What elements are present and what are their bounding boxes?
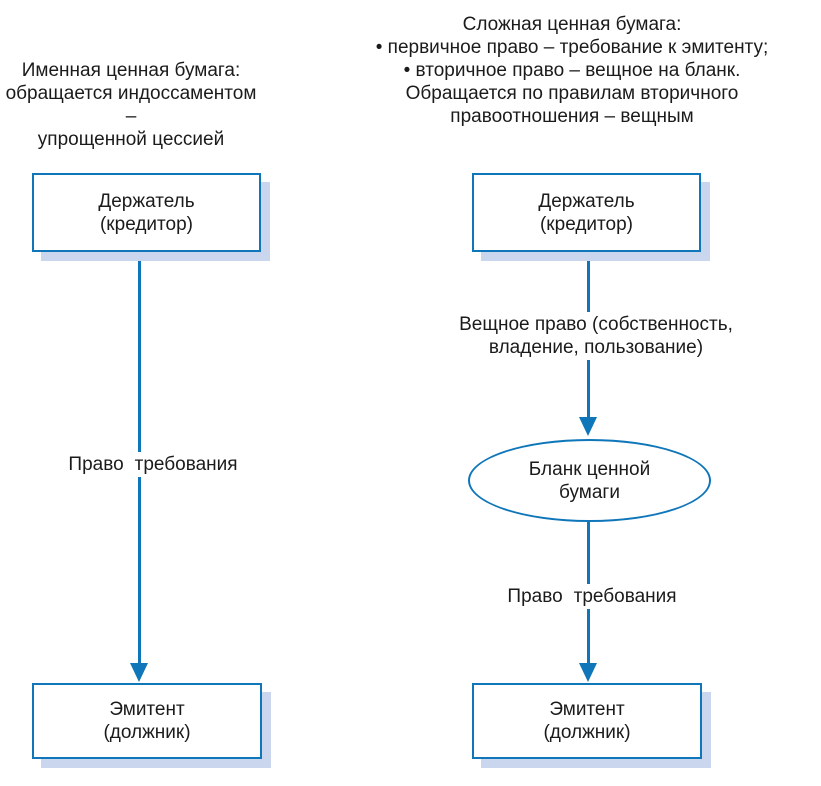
header-line: • вторичное право – вещное на бланк. — [403, 60, 741, 81]
edge-label-line: Вещное право (собственность, — [459, 314, 733, 335]
right-issuer-box: Эмитент (должник) — [472, 683, 702, 759]
left-column-header: Именная ценная бумага: обращается индосс… — [5, 59, 257, 151]
header-line: правоотношения – вещным — [450, 106, 694, 127]
right-claim-arrow-label: Право требования — [489, 584, 695, 609]
arrow-down-icon — [129, 663, 148, 682]
arrow-down-icon — [578, 663, 597, 682]
box-label-line: (должник) — [543, 722, 631, 743]
left-holder-box: Держатель (кредитор) — [32, 173, 261, 252]
box-label-line: (кредитор) — [539, 213, 633, 235]
ellipse-label-line: бумаги — [559, 481, 620, 503]
box-label-line: Держатель — [98, 190, 195, 212]
right-property-arrow-label: Вещное право (собственность, владение, п… — [437, 312, 755, 360]
box-label-line: (кредитор) — [99, 213, 193, 235]
box-label-line: Эмитент — [109, 699, 185, 720]
ellipse-label-line: Бланк ценной — [528, 458, 651, 480]
box-label-line: Держатель — [538, 190, 635, 212]
box-label-line: (должник) — [103, 722, 191, 743]
left-claim-arrow-label: Право требования — [50, 452, 256, 477]
header-line: обращается индоссаментом – — [5, 83, 257, 127]
header-line: Сложная ценная бумага: — [462, 14, 682, 35]
right-column-header: Сложная ценная бумага: • первичное право… — [340, 13, 804, 128]
header-line: • первичное право – требование к эмитент… — [375, 37, 769, 58]
left-issuer-box: Эмитент (должник) — [32, 683, 262, 759]
header-line: Обращается по правилам вторичного — [405, 83, 739, 104]
box-label-line: Эмитент — [549, 699, 625, 720]
header-line: упрощенной цессией — [37, 129, 225, 150]
edge-label-line: владение, пользование) — [488, 337, 704, 358]
arrow-down-icon — [578, 417, 597, 436]
right-holder-box: Держатель (кредитор) — [472, 173, 701, 252]
header-line: Именная ценная бумага: — [21, 60, 241, 81]
blank-ellipse-node: Бланк ценной бумаги — [468, 439, 711, 522]
